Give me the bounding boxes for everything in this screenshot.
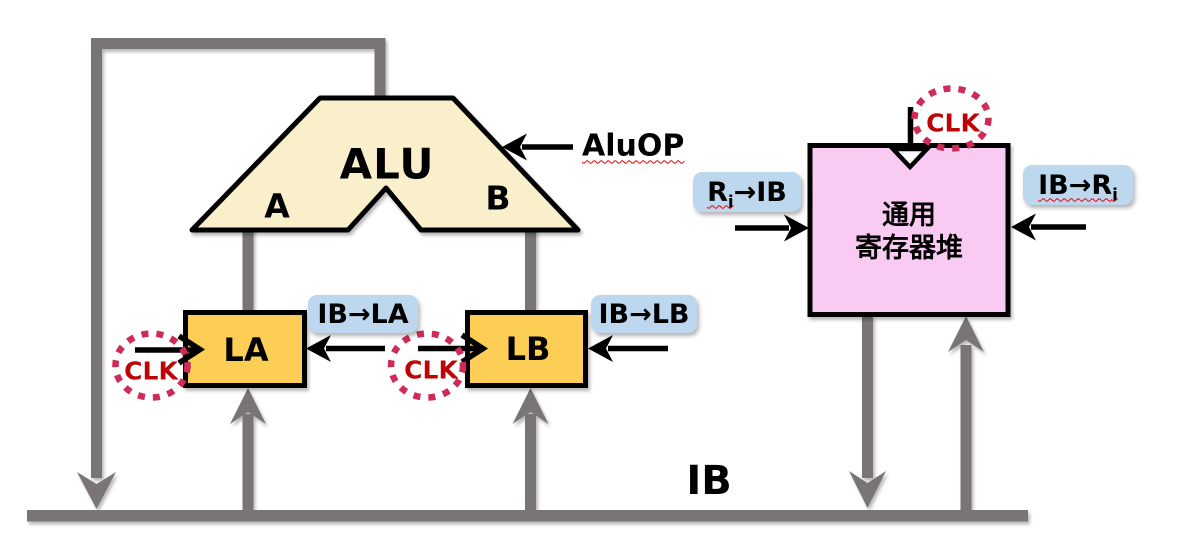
lb-clock-chevron-icon [460,332,489,365]
alu-port-b-label: B [485,178,511,218]
ib-to-la-signal-text: IB→LA [317,298,409,330]
ri-to-ib-post-text: →IB [733,176,787,208]
la-clk-label: CLK [124,356,178,386]
lb-register-box [465,310,588,388]
ib-to-lb-signal-label: IB→LB [591,295,697,333]
alu-output-feedback-wire [91,38,386,478]
ib-to-la-signal-label: IB→LA [308,295,418,333]
alu-label: ALU [339,139,435,189]
la-clock-chevron-icon [177,333,206,366]
register-file-label: 通用 寄存器堆 [855,199,963,265]
ib-to-ri-arrowhead-icon [1011,213,1036,241]
ib-to-lb-arrowhead-icon [588,335,613,362]
lb-register-label: LB [505,330,551,368]
clock-symbols-group [135,107,933,366]
aluop-arrowhead-icon [502,133,527,161]
lb-clk-ring-icon [387,330,467,401]
register-file-label-line1: 通用 [882,200,936,231]
ib-bus-label: IB [686,458,732,504]
blocks-group [183,95,1011,388]
regfile-down-arrowhead-icon [849,471,886,508]
la-register-label: LA [223,331,269,369]
ib-to-lb-signal-text: IB→LB [598,298,690,330]
lb-up-arrowhead-icon [512,388,549,424]
ib-to-ri-pre-text: IB→R [1038,169,1113,201]
alu-shape [189,95,581,233]
regfile-clk-ring-icon [911,85,992,152]
ri-to-ib-signal-label: Ri→IB [693,172,801,212]
la-up-arrowhead-icon [230,388,266,424]
ib-to-ri-signal-label: IB→Ri [1023,165,1133,205]
ri-to-ib-signal-register-part: Ri [707,176,734,211]
register-file-label-line2: 寄存器堆 [855,233,963,264]
ri-to-ib-pre-text: R [707,176,728,208]
bus-wiring-group [27,38,1028,522]
regfile-up-arrowhead-icon [948,316,984,352]
regfile-clk-label: CLK [926,108,980,138]
alu-port-a-label: A [264,186,290,226]
ri-to-ib-arrowhead-icon [784,214,809,242]
feedback-down-arrowhead-icon [77,472,116,509]
ib-to-ri-signal-text: IB→Ri [1038,169,1118,204]
ib-to-la-arrowhead-icon [306,335,331,362]
la-clk-ring-icon [112,330,191,401]
control-arrows-group [306,133,1086,362]
register-file-box [807,143,1011,317]
clk-rings-group [112,85,992,401]
aluop-signal-label: AluOP [582,128,685,164]
lb-clk-label: CLK [404,355,458,385]
regfile-clock-notch-icon [887,146,933,171]
ib-to-ri-subscript: i [1112,183,1118,204]
ri-to-ib-subscript: i [727,190,734,211]
